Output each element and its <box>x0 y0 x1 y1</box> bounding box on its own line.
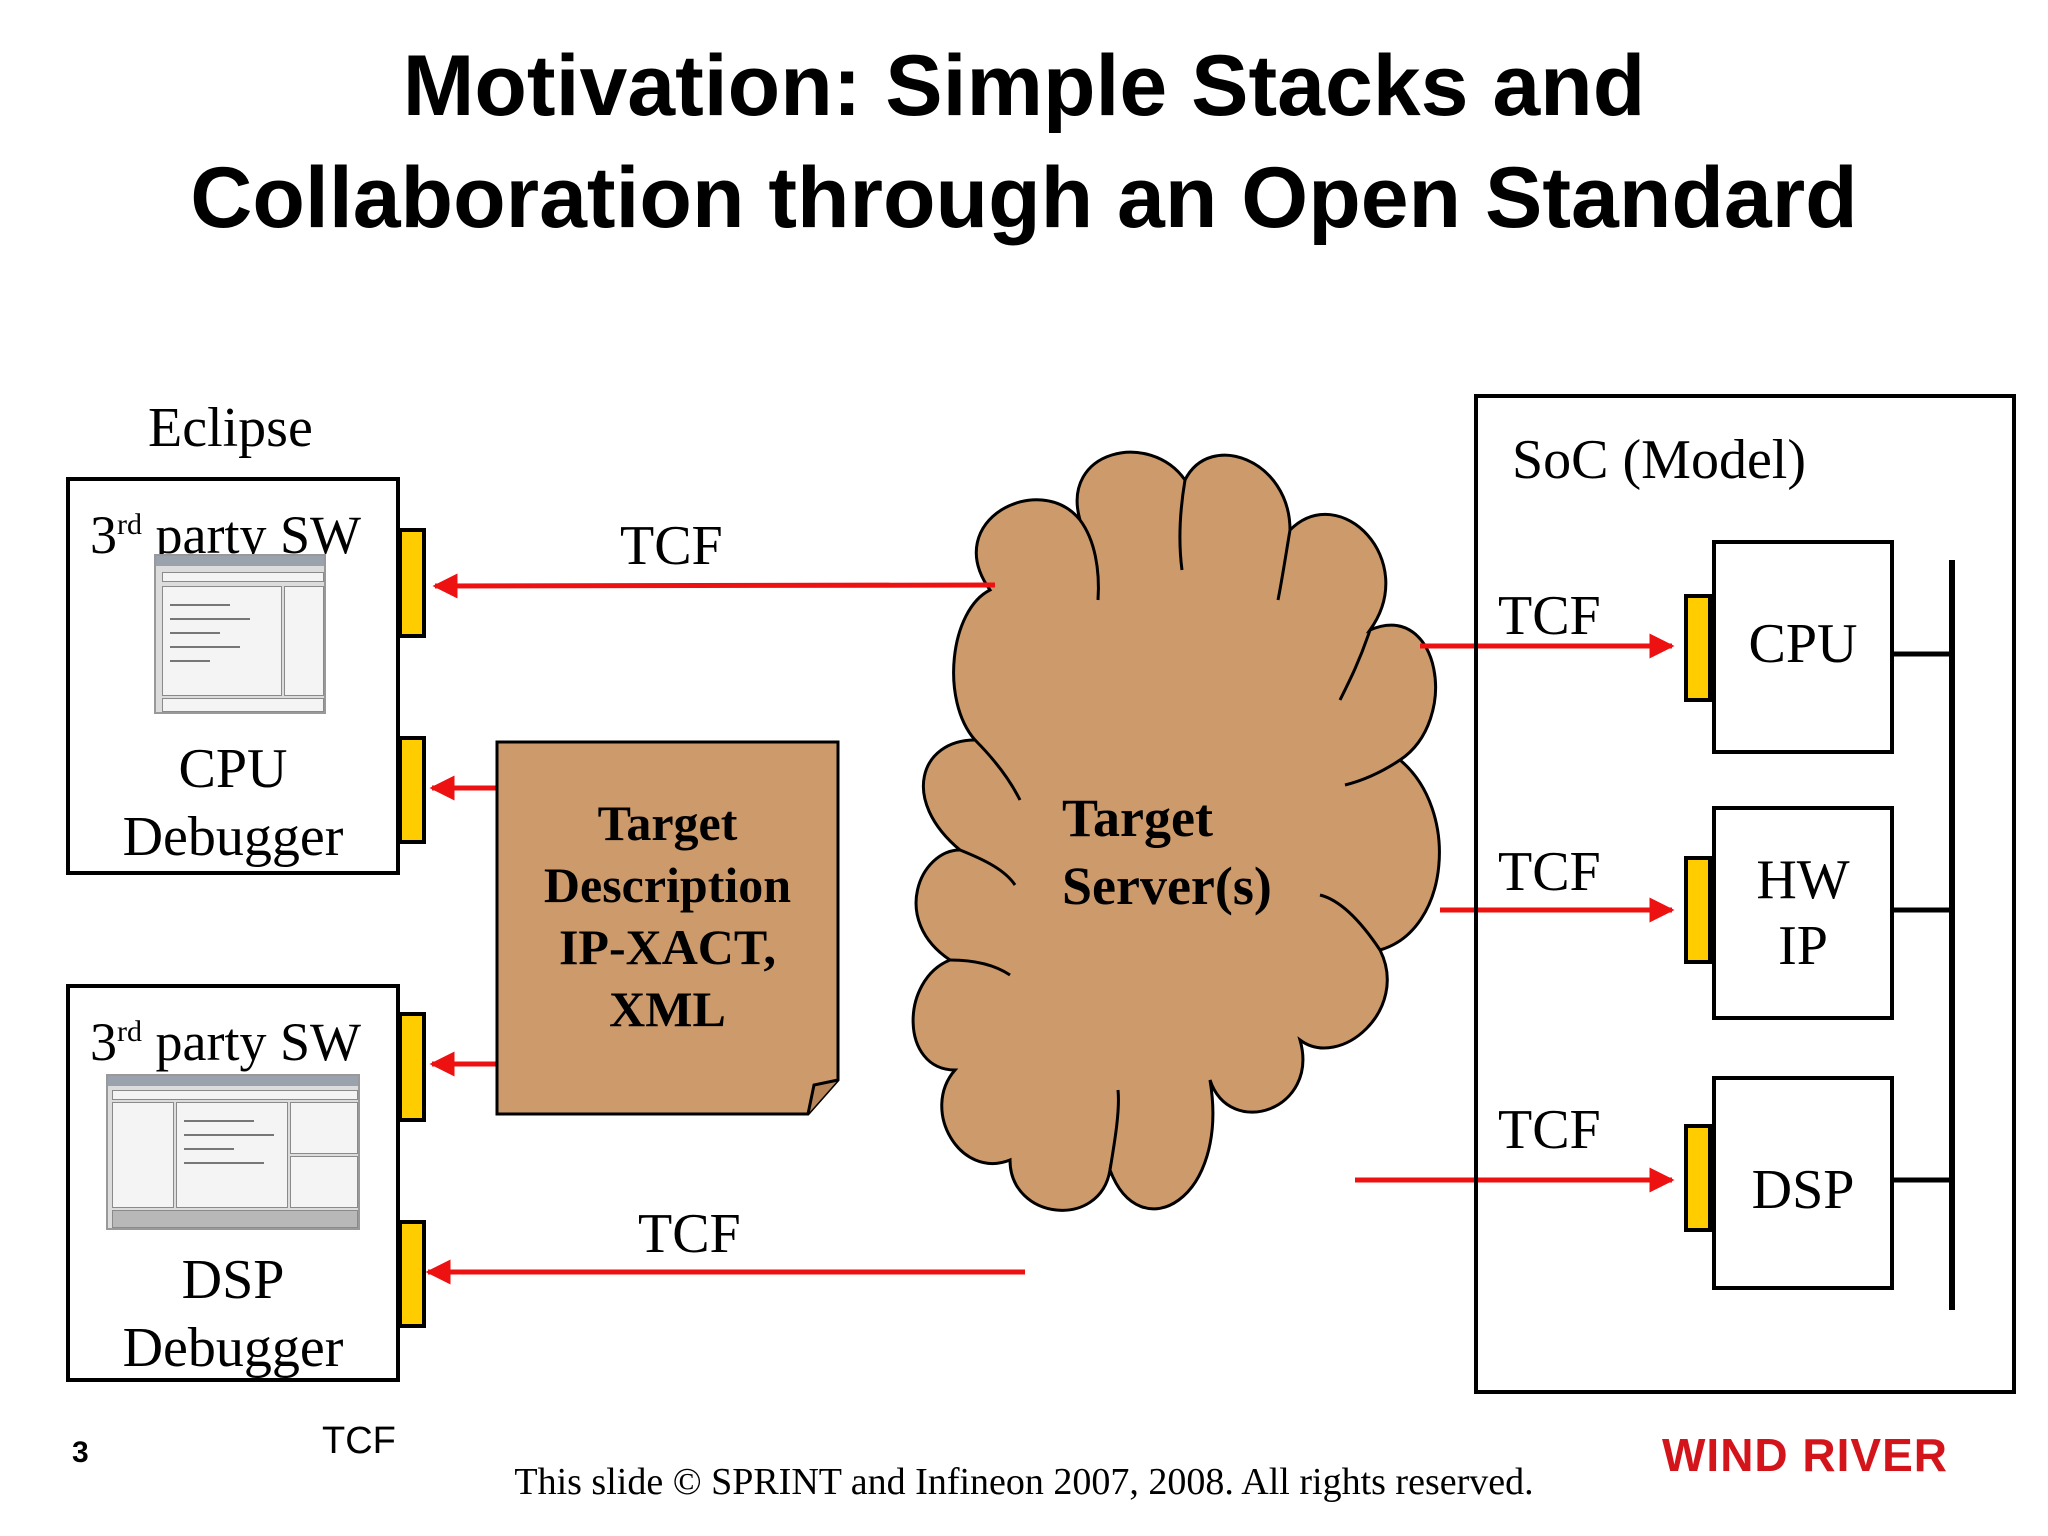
dsp-debugger-port-bottom <box>398 1220 426 1328</box>
arrow-cloud-to-cpu-debugger <box>432 573 996 599</box>
soc-block-hw-ip-line2: IP <box>1778 915 1828 977</box>
target-description-document <box>495 740 840 1116</box>
screenshot-titlebar <box>108 1076 358 1086</box>
screenshot-code-line <box>184 1162 264 1164</box>
screenshot-side-pane <box>284 586 324 696</box>
title-line-2: Collaboration through an Open Standard <box>190 150 1858 246</box>
eclipse-label: Eclipse <box>148 397 313 459</box>
screenshot-project-tree <box>112 1102 174 1208</box>
soc-cpu-port <box>1684 594 1712 702</box>
dsp-debugger-port-top <box>398 1012 426 1122</box>
soc-block-cpu: CPU <box>1712 540 1894 754</box>
slide-title: Motivation: Simple Stacks and Collaborat… <box>0 30 2048 254</box>
cpu-debugger-line2: Debugger <box>122 806 344 868</box>
screenshot-editor <box>176 1102 288 1208</box>
screenshot-code-line <box>184 1134 274 1136</box>
cpu-debugger-screenshot <box>154 554 326 714</box>
sw-label-number: 3 <box>90 1012 117 1072</box>
sw-label-superscript: rd <box>117 1015 142 1048</box>
screenshot-toolbar <box>112 1090 358 1100</box>
soc-block-cpu-label: CPU <box>1748 613 1858 675</box>
cpu-debugger-line1: CPU <box>178 738 288 800</box>
screenshot-memory <box>290 1156 358 1208</box>
tcf-label-soc-cpu: TCF <box>1498 585 1601 647</box>
soc-block-hw-ip: HW IP <box>1712 806 1894 1020</box>
cpu-debugger-port-bottom <box>398 736 426 844</box>
soc-block-hw-ip-line1: HW <box>1756 849 1850 911</box>
footer-tcf: TCF <box>322 1420 396 1462</box>
screenshot-code-line <box>170 632 220 634</box>
sw-label-superscript: rd <box>117 508 142 541</box>
screenshot-toolbar <box>162 572 324 582</box>
screenshot-code-line <box>170 660 210 662</box>
screenshot-code-line <box>170 604 230 606</box>
screenshot-code-line <box>184 1120 254 1122</box>
soc-model-label: SoC (Model) <box>1512 429 1806 491</box>
screenshot-code-line <box>170 618 250 620</box>
cpu-debugger-port-top <box>398 528 426 638</box>
target-description-line4: XML <box>609 981 726 1037</box>
screenshot-registers <box>290 1102 358 1154</box>
screenshot-code-line <box>184 1148 234 1150</box>
wind-river-logo: WIND RIVER <box>1662 1429 1948 1481</box>
target-server-line1: Target <box>1062 788 1213 848</box>
target-description-text: Target Description IP-XACT, XML <box>497 792 838 1040</box>
cpu-debugger-box: 3rd party SW CPU Debugger <box>66 477 400 875</box>
screenshot-status <box>112 1210 358 1228</box>
dsp-debugger-sw-label: 3rd party SW <box>90 1002 361 1072</box>
tcf-label-soc-dsp: TCF <box>1498 1099 1601 1161</box>
soc-block-dsp-label: DSP <box>1751 1159 1855 1221</box>
tcf-label-top: TCF <box>620 515 723 577</box>
screenshot-code-line <box>170 646 240 648</box>
soc-model-box: SoC (Model) <box>1474 394 2016 1394</box>
soc-hw-ip-port <box>1684 856 1712 964</box>
screenshot-editor <box>162 586 282 696</box>
target-description-line1: Target <box>597 795 738 851</box>
dsp-debugger-line2: Debugger <box>122 1317 344 1379</box>
sw-label-rest: party SW <box>142 1012 361 1072</box>
tcf-label-soc-hw-ip: TCF <box>1498 841 1601 903</box>
soc-dsp-port <box>1684 1124 1712 1232</box>
cpu-debugger-sw-label: 3rd party SW <box>90 495 361 565</box>
dsp-debugger-box: 3rd party SW DSP Debugger <box>66 984 400 1382</box>
sw-label-number: 3 <box>90 505 117 565</box>
soc-block-dsp: DSP <box>1712 1076 1894 1290</box>
target-server-line2: Server(s) <box>1062 856 1272 916</box>
slide-number: 3 <box>72 1436 89 1469</box>
target-server-cloud <box>911 450 1441 1212</box>
dsp-debugger-line1: DSP <box>181 1249 285 1311</box>
screenshot-titlebar <box>156 556 324 566</box>
target-description-line3: IP-XACT, <box>558 919 777 975</box>
screenshot-status <box>162 698 324 712</box>
target-description-line2: Description <box>543 857 792 913</box>
dsp-debugger-screenshot <box>106 1074 360 1230</box>
copyright-notice: This slide © SPRINT and Infineon 2007, 2… <box>514 1461 1534 1503</box>
title-line-1: Motivation: Simple Stacks and <box>402 38 1646 134</box>
target-server-text: Target Server(s) <box>1062 784 1272 920</box>
tcf-label-bottom: TCF <box>638 1203 741 1265</box>
